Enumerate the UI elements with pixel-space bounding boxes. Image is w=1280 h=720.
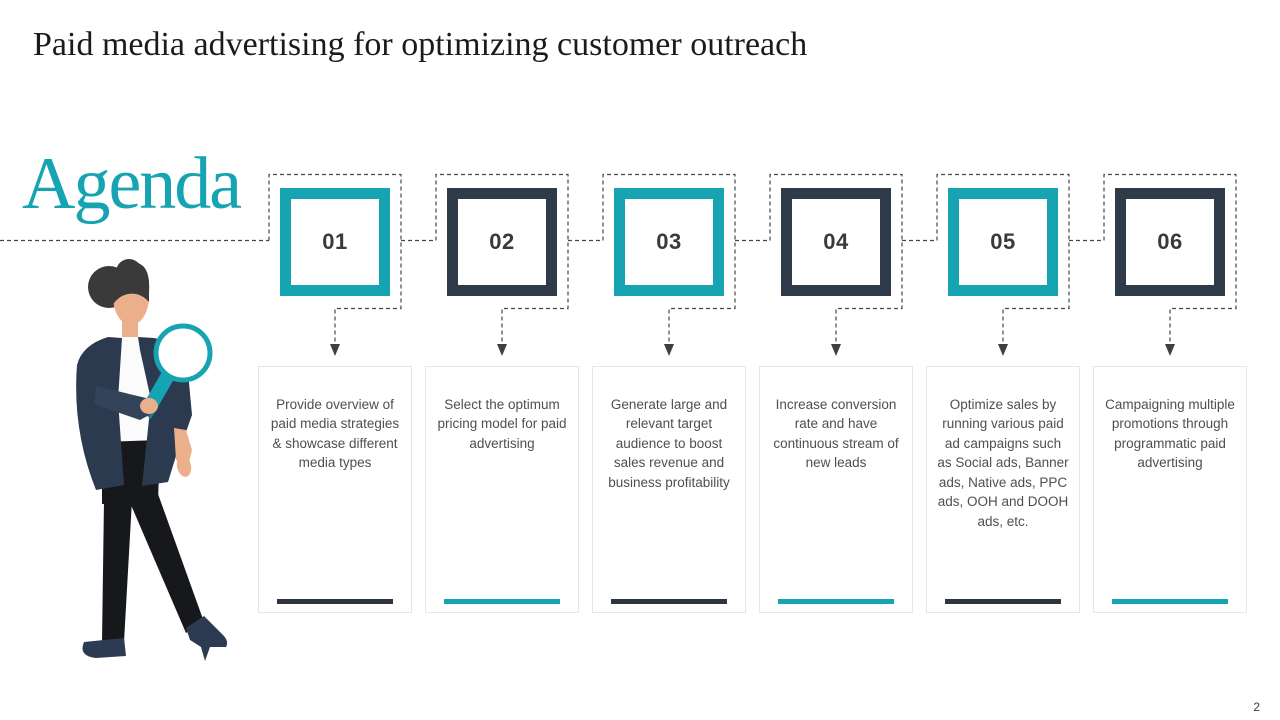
agenda-card-text: Select the optimum pricing model for pai… — [437, 397, 567, 451]
woman-crossing-arm — [94, 386, 151, 420]
magnifier-lens — [153, 323, 213, 383]
agenda-card-accent-bar — [945, 599, 1061, 604]
agenda-card-accent-bar — [444, 599, 560, 604]
woman-illustration — [76, 259, 228, 661]
agenda-card: Select the optimum pricing model for pai… — [425, 366, 579, 613]
agenda-card-text: Increase conversion rate and have contin… — [773, 397, 899, 471]
woman-hair-top — [111, 262, 150, 306]
agenda-card: Generate large and relevant target audie… — [592, 366, 746, 613]
agenda-card-text: Campaigning multiple promotions through … — [1105, 397, 1235, 471]
agenda-heading: Agenda — [22, 143, 242, 225]
agenda-card-accent-bar — [1112, 599, 1228, 604]
agenda-card-text: Generate large and relevant target audie… — [608, 397, 730, 490]
agenda-card-text: Provide overview of paid media strategie… — [270, 397, 400, 471]
agenda-card-accent-bar — [611, 599, 727, 604]
arrow-down-icon — [330, 344, 1175, 356]
agenda-number: 04 — [823, 229, 849, 254]
agenda-number-box: 03 — [614, 188, 724, 296]
agenda-number-box: 05 — [948, 188, 1058, 296]
agenda-card: Optimize sales by running various paid a… — [926, 366, 1080, 613]
agenda-number: 02 — [489, 229, 515, 254]
agenda-number-box: 04 — [781, 188, 891, 296]
agenda-number: 06 — [1157, 229, 1183, 254]
agenda-number-box: 01 — [280, 188, 390, 296]
agenda-number: 03 — [656, 229, 682, 254]
agenda-number-box: 02 — [447, 188, 557, 296]
agenda-card: Provide overview of paid media strategie… — [258, 366, 412, 613]
agenda-number-box: 06 — [1115, 188, 1225, 296]
agenda-card-accent-bar — [277, 599, 393, 604]
agenda-card-text: Optimize sales by running various paid a… — [937, 397, 1069, 529]
woman-shoes — [82, 616, 228, 661]
agenda-card: Campaigning multiple promotions through … — [1093, 366, 1247, 613]
woman-left-hand — [140, 398, 158, 414]
agenda-number: 05 — [990, 229, 1016, 254]
agenda-number: 01 — [322, 229, 348, 254]
woman-neck — [122, 318, 138, 338]
slide-title: Paid media advertising for optimizing cu… — [33, 26, 808, 63]
agenda-card: Increase conversion rate and have contin… — [759, 366, 913, 613]
agenda-card-accent-bar — [778, 599, 894, 604]
page-number: 2 — [1253, 700, 1260, 714]
woman-right-hand — [174, 428, 192, 477]
